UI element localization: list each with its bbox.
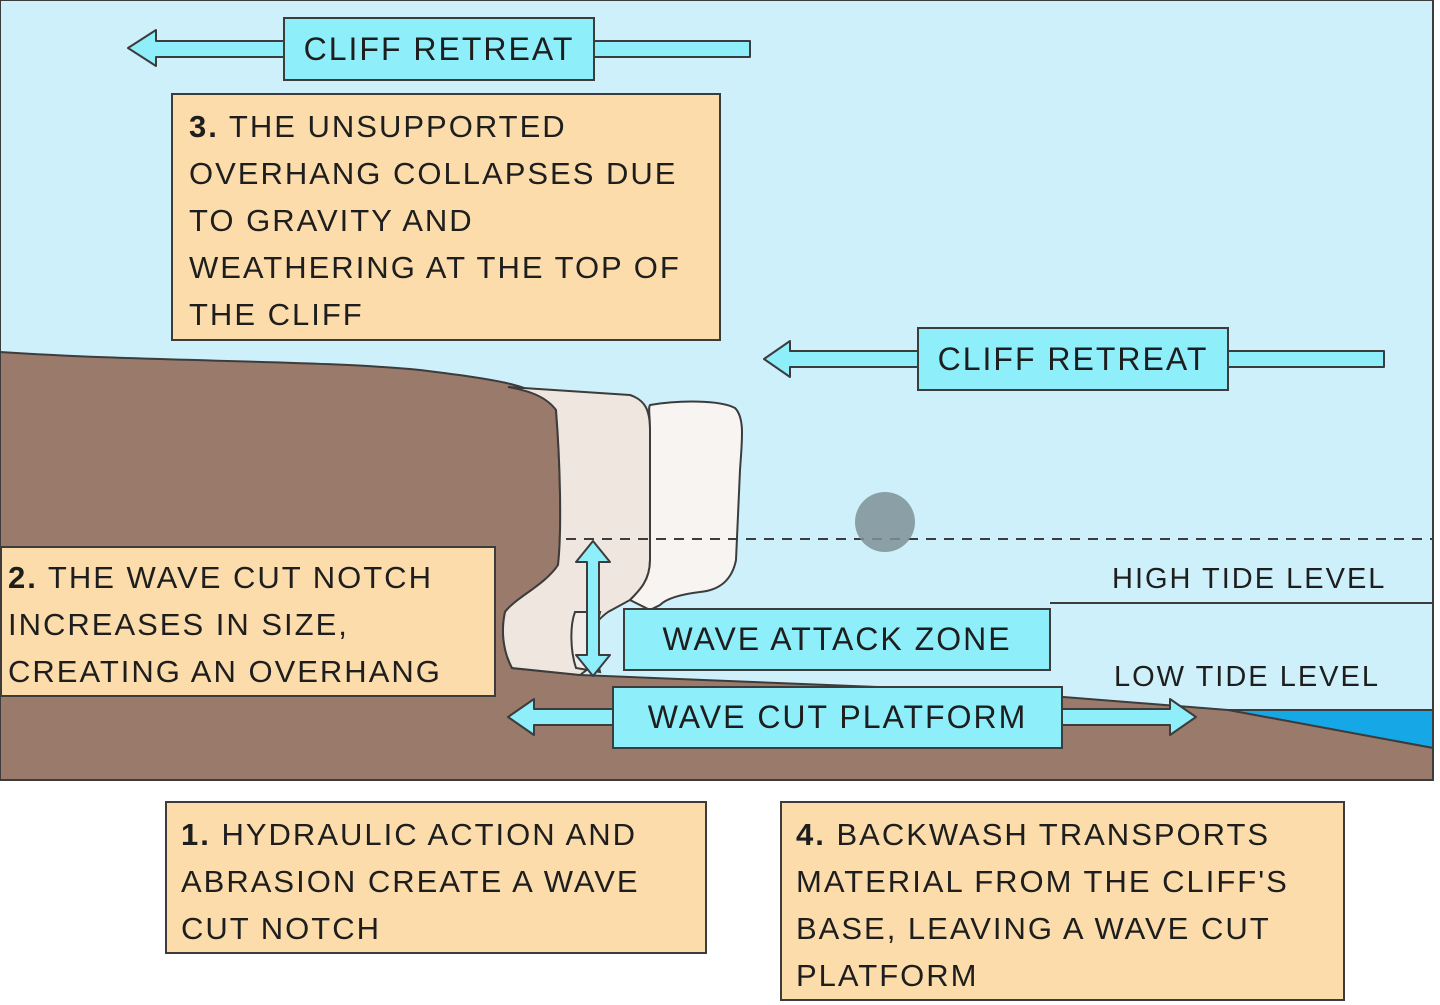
step-4-box: 4. BACKWASH TRANSPORTS MATERIAL FROM THE…: [780, 801, 1345, 1001]
step-1-number: 1.: [181, 817, 211, 852]
watermark-dot: [855, 492, 915, 552]
step-1-box: 1. HYDRAULIC ACTION AND ABRASION CREATE …: [165, 801, 707, 954]
high-tide-level-label: HIGH TIDE LEVEL: [1112, 563, 1387, 595]
cliff-retreat-label-right: CLIFF RETREAT: [917, 327, 1229, 391]
step-4-number: 4.: [796, 817, 826, 852]
collapsed-overhang-2: [628, 400, 744, 612]
cliff-retreat-label-top: CLIFF RETREAT: [283, 17, 595, 81]
wave-attack-double-arrow: [575, 540, 611, 677]
wave-cut-platform-label: WAVE CUT PLATFORM: [612, 686, 1063, 749]
step-4-text: BACKWASH TRANSPORTS MATERIAL FROM THE CL…: [796, 817, 1289, 993]
step-3-number: 3.: [189, 109, 219, 144]
step-3-text: THE UNSUPPORTED OVERHANG COLLAPSES DUE T…: [189, 109, 681, 332]
step-1-text: HYDRAULIC ACTION AND ABRASION CREATE A W…: [181, 817, 640, 946]
step-2-box: 2. THE WAVE CUT NOTCH INCREASES IN SIZE,…: [0, 546, 496, 697]
low-tide-level-label: LOW TIDE LEVEL: [1114, 661, 1380, 693]
step-2-text: THE WAVE CUT NOTCH INCREASES IN SIZE, CR…: [8, 560, 442, 689]
step-2-number: 2.: [8, 560, 38, 595]
step-3-box: 3. THE UNSUPPORTED OVERHANG COLLAPSES DU…: [171, 93, 721, 341]
wave-attack-zone-label: WAVE ATTACK ZONE: [623, 608, 1051, 671]
